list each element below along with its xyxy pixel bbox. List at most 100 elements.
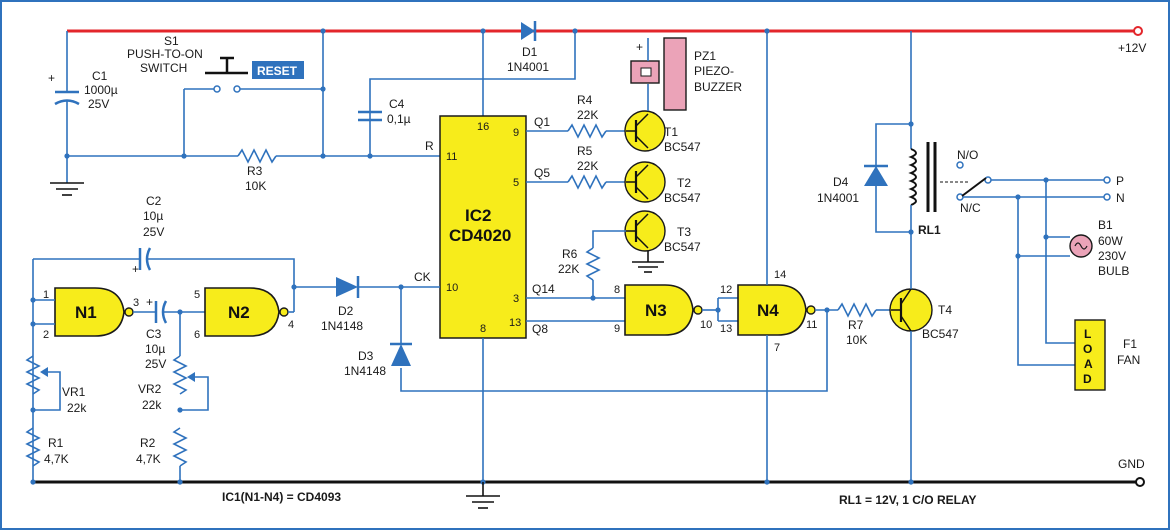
svg-text:6: 6 xyxy=(194,329,200,341)
svg-text:+: + xyxy=(48,71,55,85)
n2-gate xyxy=(204,287,280,337)
n1-label: N1 xyxy=(75,303,97,322)
reset-label: RESET xyxy=(257,64,298,78)
r7-resistor xyxy=(837,302,877,318)
n2-label: N2 xyxy=(228,303,250,322)
svg-text:5: 5 xyxy=(194,289,200,301)
n4-gate xyxy=(737,284,807,336)
d1-value: 1N4001 xyxy=(507,60,549,74)
c4-value: 0,1µ xyxy=(387,112,411,126)
svg-text:12: 12 xyxy=(720,284,732,296)
svg-text:L: L xyxy=(1084,327,1091,341)
mains-n-terminal xyxy=(1103,193,1111,201)
svg-text:3: 3 xyxy=(513,293,519,305)
d2-value: 1N4148 xyxy=(321,319,363,333)
d4-value: 1N4001 xyxy=(817,191,859,205)
svg-text:8: 8 xyxy=(480,323,486,335)
supply-label: +12V xyxy=(1118,41,1146,55)
c1-voltage: 25V xyxy=(88,97,109,111)
t4-value: BC547 xyxy=(922,327,959,341)
c2-voltage: 25V xyxy=(143,225,164,239)
svg-text:2: 2 xyxy=(43,329,49,341)
d4-diode xyxy=(864,166,888,186)
svg-text:4: 4 xyxy=(288,319,294,331)
r5-ref: R5 xyxy=(577,144,593,158)
r2-value: 4,7K xyxy=(136,452,161,466)
relay-switch-arm xyxy=(961,177,987,197)
svg-text:10: 10 xyxy=(700,319,712,331)
svg-text:7: 7 xyxy=(774,342,780,354)
r2-resistor xyxy=(172,427,188,467)
svg-text:3: 3 xyxy=(133,297,139,309)
vr1-pot xyxy=(25,355,41,395)
reset-badge xyxy=(252,61,304,79)
t1-ref: T1 xyxy=(664,125,678,139)
pz1-ref: PZ1 xyxy=(694,49,716,63)
ic2-ref: IC2 xyxy=(465,206,491,225)
q8-label: Q8 xyxy=(532,322,548,336)
rl1-ref: RL1 xyxy=(918,223,941,237)
r1-value: 4,7K xyxy=(44,452,69,466)
d3-ref: D3 xyxy=(358,349,374,363)
pz1-line1: PIEZO- xyxy=(694,64,734,78)
d1-diode xyxy=(521,22,535,40)
t2-value: BC547 xyxy=(664,191,701,205)
q5-label: Q5 xyxy=(534,166,550,180)
svg-text:A: A xyxy=(1084,357,1093,371)
q14-label: Q14 xyxy=(532,282,555,296)
ic1-note: IC1(N1-N4) = CD4093 xyxy=(222,490,341,504)
r5-resistor xyxy=(567,174,607,190)
s1-line2: SWITCH xyxy=(140,61,187,75)
r1-resistor xyxy=(25,427,41,467)
r4-resistor xyxy=(567,123,607,139)
r5-value: 22K xyxy=(577,159,598,173)
svg-text:16: 16 xyxy=(477,121,489,133)
c3-ref: C3 xyxy=(146,327,162,341)
n4-label: N4 xyxy=(757,301,779,320)
r2-ref: R2 xyxy=(140,436,156,450)
vr2-pot xyxy=(172,355,188,395)
vr2-value: 22k xyxy=(142,398,162,412)
vr1-value: 22k xyxy=(67,401,87,415)
b1-power: 60W xyxy=(1098,234,1123,248)
c1-plate-bottom xyxy=(54,99,80,106)
c1-ref: C1 xyxy=(92,69,108,83)
q1-label: Q1 xyxy=(534,115,550,129)
relay-note: RL1 = 12V, 1 C/O RELAY xyxy=(839,493,977,507)
d3-diode xyxy=(391,344,411,366)
t1-value: BC547 xyxy=(664,140,701,154)
svg-text:+: + xyxy=(132,262,139,276)
ic2-part: CD4020 xyxy=(449,226,511,245)
ground-label: GND xyxy=(1118,457,1145,471)
r3-ref: R3 xyxy=(247,164,263,178)
mains-n: N xyxy=(1116,191,1125,205)
s1-line1: PUSH-TO-ON xyxy=(127,47,203,61)
s1-ref: S1 xyxy=(164,34,179,48)
d4-ref: D4 xyxy=(833,175,849,189)
d2-diode xyxy=(336,277,358,297)
c2-value: 10µ xyxy=(143,209,163,223)
r6-resistor xyxy=(585,247,601,281)
c2-ref: C2 xyxy=(146,194,162,208)
r6-ref: R6 xyxy=(562,247,578,261)
n1-gate xyxy=(54,287,125,337)
b1-type: BULB xyxy=(1098,264,1129,278)
r7-ref: R7 xyxy=(848,318,864,332)
pz1-line2: BUZZER xyxy=(694,80,742,94)
b1-voltage: 230V xyxy=(1098,249,1126,263)
vr2-ref: VR2 xyxy=(138,382,162,396)
r4-ref: R4 xyxy=(577,93,593,107)
supply-terminal xyxy=(1133,26,1143,36)
svg-text:5: 5 xyxy=(513,177,519,189)
svg-text:D: D xyxy=(1083,372,1092,386)
svg-text:+: + xyxy=(146,295,153,309)
f1-ref: F1 xyxy=(1123,337,1137,351)
svg-text:13: 13 xyxy=(509,317,521,329)
r6-value: 22K xyxy=(558,262,579,276)
mains-p-terminal xyxy=(1103,176,1111,184)
ic2-r-label: R xyxy=(425,139,434,153)
t3-ref: T3 xyxy=(677,225,691,239)
mains-p: P xyxy=(1116,174,1124,188)
